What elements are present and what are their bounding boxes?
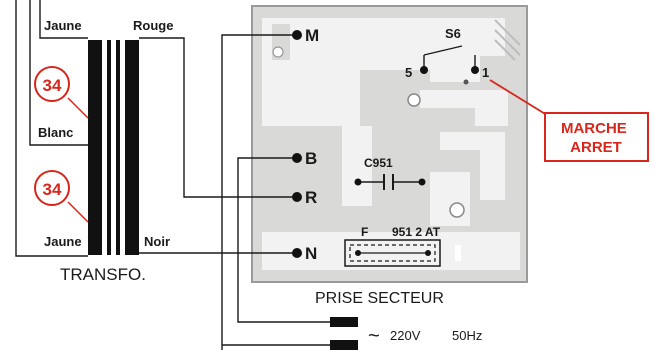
switch-ref-label: S6 — [445, 26, 461, 41]
wire-label-blanc: Blanc — [38, 125, 73, 140]
terminal-b-label: B — [305, 149, 317, 168]
fuse-value-label: 951 2 AT — [392, 225, 441, 239]
mains-ac-symbol: ~ — [368, 325, 380, 347]
callout-34-top: 34 — [34, 66, 89, 119]
transformer-title: TRANSFO. — [60, 265, 146, 284]
wire-label-noir: Noir — [144, 234, 170, 249]
power-label-text: MARCHE ARRET — [561, 120, 631, 156]
wire-label-jaune-top: Jaune — [44, 18, 82, 33]
callout-34-bottom-text: 34 — [43, 180, 62, 199]
switch-pin-1-label: 1 — [482, 65, 489, 80]
wire-label-jaune-bottom: Jaune — [44, 234, 82, 249]
mains-voltage-label: 220V — [390, 328, 421, 343]
callout-34-bottom: 34 — [34, 170, 89, 223]
power-label-box — [544, 112, 649, 162]
fuse-ref-label: F — [361, 225, 368, 239]
transformer-wires — [15, 0, 336, 350]
terminal-r-label: R — [305, 188, 317, 207]
transformer-core — [88, 40, 139, 255]
switch-s6: S6 5 1 — [405, 26, 489, 85]
terminal-dots — [292, 30, 302, 258]
callout-34-top-text: 34 — [43, 76, 62, 95]
capacitor-label: C951 — [364, 156, 393, 170]
wire-label-rouge: Rouge — [133, 18, 173, 33]
capacitor-c951: C951 — [354, 156, 426, 190]
mains-plug: ~ 220V 50Hz — [330, 317, 482, 350]
board-title: PRISE SECTEUR — [315, 290, 444, 307]
terminal-n-label: N — [305, 244, 317, 263]
fuse-f951: F 951 2 AT — [344, 225, 441, 267]
switch-pin-5-label: 5 — [405, 65, 412, 80]
pcb-board — [251, 5, 528, 283]
terminal-m-label: M — [305, 26, 319, 45]
mains-frequency-label: 50Hz — [452, 328, 482, 343]
